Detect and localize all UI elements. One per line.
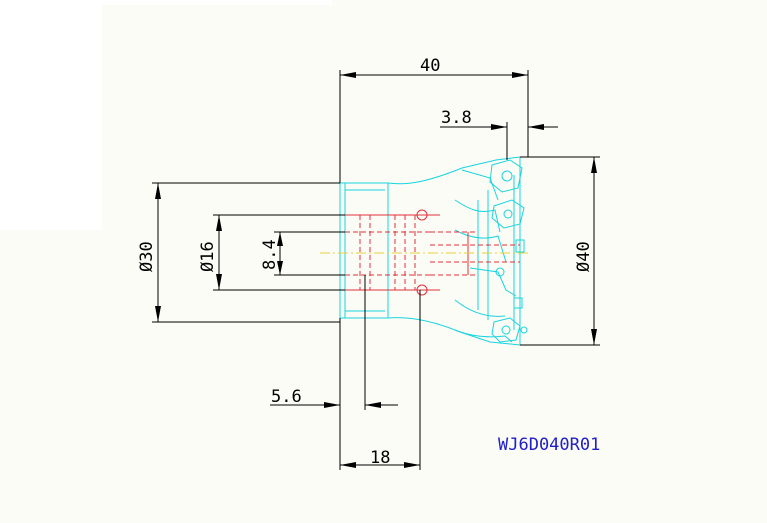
- dimension-40: [339, 70, 529, 183]
- tool-body-outline: [339, 156, 528, 346]
- paper-margin-lower: [0, 230, 102, 523]
- dimension-dia-16: [213, 214, 345, 291]
- label-cutter-diameter: Ø40: [574, 241, 594, 272]
- label-bore-diameter: Ø16: [198, 241, 218, 272]
- label-shank-diameter: Ø30: [137, 241, 157, 272]
- bore-section: [320, 209, 530, 296]
- dimension-dia-30: [152, 182, 340, 323]
- dimension-5-6: [270, 275, 398, 470]
- dimension-18: [340, 290, 421, 470]
- label-keyway-depth: 5.6: [271, 387, 302, 407]
- paper-top-strip: [102, 0, 332, 5]
- label-insert-protrusion: 3.8: [441, 108, 472, 128]
- label-overall-length: 40: [420, 56, 440, 76]
- dimension-8-4: [274, 231, 345, 276]
- paper-margin: [0, 0, 102, 230]
- model-code: WJ6D040R01: [498, 435, 600, 455]
- label-shank-length: 18: [370, 448, 390, 468]
- label-keyway-width: 8.4: [260, 239, 280, 270]
- dimension-dia-40: [520, 156, 600, 346]
- dimension-3-8: [440, 122, 558, 160]
